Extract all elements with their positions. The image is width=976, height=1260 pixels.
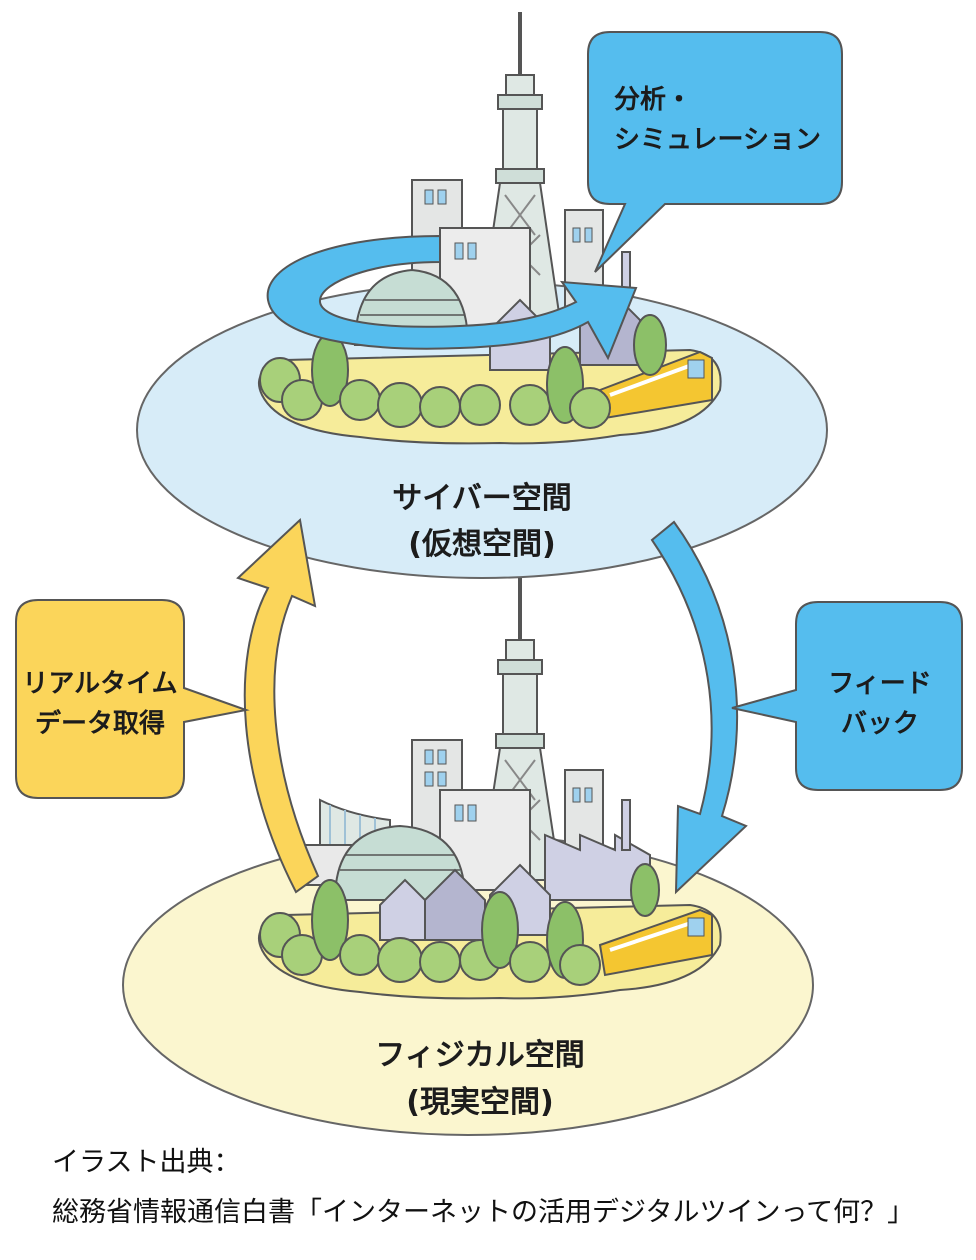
feedback-callout-line1: フィード	[828, 669, 931, 699]
feedback-callout-line2: バック	[841, 709, 919, 739]
realtime-callout: リアルタイム データ取得	[15, 599, 250, 799]
analysis-callout-line2: シミュレーション	[614, 125, 821, 155]
analysis-cycle-arrow	[266, 234, 638, 361]
physical-space-subtitle: (現実空間)	[406, 1085, 553, 1120]
feedback-callout: フィード バック	[731, 601, 963, 791]
physical-space-layer: フィジカル空間 (現実空間)	[122, 575, 814, 1136]
credit-label: イラスト出典：	[52, 1147, 241, 1178]
physical-space-title: フィジカル空間	[375, 1038, 584, 1073]
analysis-callout-line1: 分析・	[614, 85, 692, 115]
analysis-callout: 分析・ シミュレーション	[587, 31, 843, 273]
realtime-callout-line2: データ取得	[35, 708, 165, 739]
cyber-space-layer: サイバー空間 (仮想空間)	[136, 12, 828, 579]
feedback-arrow	[650, 520, 748, 895]
physical-city-illustration	[257, 575, 722, 1000]
realtime-data-arrow	[236, 518, 320, 894]
cyber-space-title: サイバー空間	[392, 481, 571, 516]
realtime-callout-line1: リアルタイム	[22, 669, 177, 699]
digital-twin-diagram: フィジカル空間 (現実空間)	[15, 12, 963, 1136]
cyber-space-subtitle: (仮想空間)	[408, 527, 555, 562]
credit-source: 総務省情報通信白書「インターネットの活用デジタルツインって何？」	[52, 1197, 915, 1228]
